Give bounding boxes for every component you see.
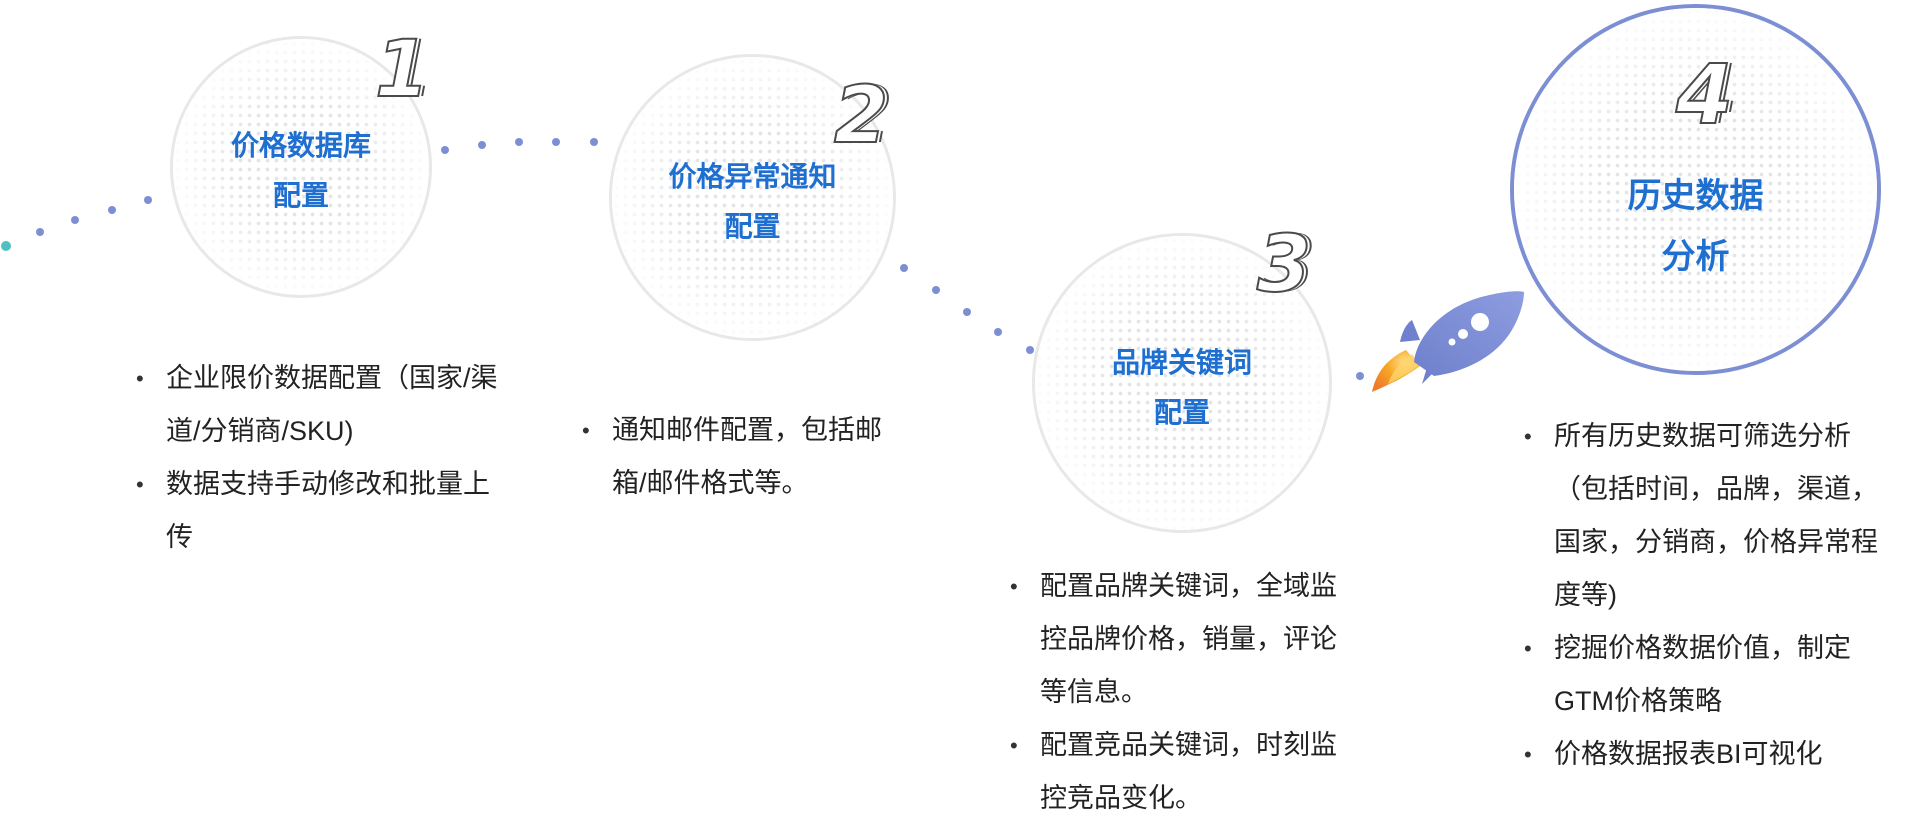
step-1-bullets: 企业限价数据配置（国家/渠道/分销商/SKU) 数据支持手动修改和批量上传 — [136, 352, 516, 564]
connector-dot — [1026, 346, 1034, 354]
step-3-bullets: 配置品牌关键词，全域监控品牌价格，销量，评论等信息。 配置竞品关键词，时刻监控竞… — [1010, 560, 1360, 825]
list-item: 数据支持手动修改和批量上传 — [136, 458, 516, 564]
step-4-title-line1: 历史数据 — [1627, 177, 1764, 215]
list-item: 配置竞品关键词，时刻监控竞品变化。 — [1010, 719, 1360, 825]
connector-dot — [515, 138, 523, 146]
step-4-bullets: 所有历史数据可筛选分析（包括时间，品牌，渠道，国家，分销商，价格异常程度等) 挖… — [1524, 410, 1904, 781]
step-3-circle: 品牌关键词 配置 3 — [1032, 219, 1332, 533]
step-4-circle: 历史数据 分析 4 — [1510, 4, 1881, 375]
connector-dot — [994, 328, 1002, 336]
step-3-title-line2: 配置 — [1153, 397, 1210, 429]
step-1-title: 价格数据库 配置 — [173, 121, 429, 222]
step-1-number: 1 — [374, 24, 430, 116]
list-item: 企业限价数据配置（国家/渠道/分销商/SKU) — [136, 352, 516, 458]
connector-dot — [441, 146, 449, 154]
rocket-icon — [1372, 291, 1524, 392]
list-item: 通知邮件配置，包括邮箱/邮件格式等。 — [582, 404, 912, 510]
connector-dot — [36, 228, 44, 236]
step-1-title-line2: 配置 — [272, 180, 329, 212]
connector-dot — [144, 196, 152, 204]
start-dot — [1, 241, 11, 251]
connector-dot — [1356, 372, 1364, 380]
step-3-title: 品牌关键词 配置 — [1035, 338, 1329, 439]
connector-dot — [963, 308, 971, 316]
step-2-title-line2: 配置 — [724, 211, 781, 243]
step-2-title: 价格异常通知 配置 — [612, 152, 893, 253]
step-1-circle: 价格数据库 配置 1 — [170, 24, 432, 298]
step-1-title-line1: 价格数据库 — [230, 130, 371, 161]
connector-dot — [900, 264, 908, 272]
connector-dot — [552, 138, 560, 146]
list-item: 所有历史数据可筛选分析（包括时间，品牌，渠道，国家，分销商，价格异常程度等) — [1524, 410, 1904, 622]
list-item: 配置品牌关键词，全域监控品牌价格，销量，评论等信息。 — [1010, 560, 1360, 719]
connector-dot — [108, 206, 116, 214]
step-2-number: 2 — [833, 70, 889, 162]
step-4-title: 历史数据 分析 — [1514, 166, 1877, 288]
step-4-title-line2: 分析 — [1661, 238, 1730, 277]
list-item: 价格数据报表BI可视化 — [1524, 728, 1904, 781]
connector-dot — [590, 138, 598, 146]
connector-dot — [932, 286, 940, 294]
step-2-circle: 价格异常通知 配置 2 — [609, 54, 896, 341]
list-item: 挖掘价格数据价值，制定GTM价格策略 — [1524, 622, 1904, 728]
connector-dot — [71, 216, 79, 224]
connector-dot — [478, 141, 486, 149]
step-3-title-line1: 品牌关键词 — [1111, 347, 1252, 378]
step-2-title-line1: 价格异常通知 — [668, 161, 837, 192]
step-2-bullets: 通知邮件配置，包括邮箱/邮件格式等。 — [582, 404, 912, 510]
step-4-number: 4 — [1675, 47, 1734, 144]
step-3-number: 3 — [1256, 219, 1312, 311]
